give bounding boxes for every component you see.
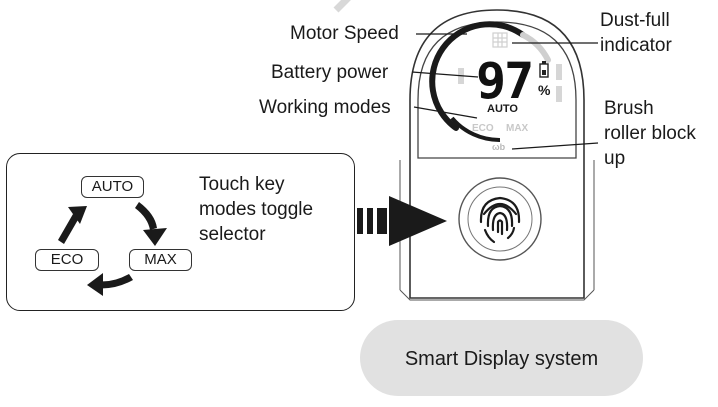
- mode-pill-auto: AUTO: [81, 176, 144, 198]
- mode-pill-max: MAX: [129, 249, 192, 271]
- current-mode-indicator: AUTO: [487, 103, 518, 115]
- mode-cycle-arrows: [58, 202, 167, 296]
- label-brush-roller-line1: Brush: [604, 98, 654, 119]
- modes-panel: AUTO MAX ECO Touch key modes toggle sele…: [6, 153, 355, 311]
- callout-line-brush: [511, 142, 599, 150]
- label-battery-power: Battery power: [271, 62, 389, 83]
- arrow-auto-to-max: [135, 202, 167, 246]
- faded-segment: [556, 64, 562, 80]
- percent-symbol: %: [538, 82, 551, 98]
- battery-reading: 97: [476, 52, 534, 110]
- motor-speed-ring-dim: [520, 32, 551, 63]
- device-body-base: [399, 289, 595, 301]
- brush-roller-icon: ωb: [492, 142, 506, 152]
- label-brush-roller-line2: roller block: [604, 123, 696, 144]
- label-brush-roller: Brush roller block up: [604, 97, 696, 170]
- pointer-arrow: [357, 196, 447, 246]
- label-brush-roller-line3: up: [604, 148, 626, 169]
- faded-segment: [556, 86, 562, 102]
- dust-full-icon: [492, 32, 508, 48]
- caption-text: Smart Display system: [404, 348, 599, 370]
- label-dust-full-line1: Dust-full: [600, 10, 670, 31]
- decorative-stroke: [333, 0, 351, 13]
- modes-description: Touch key modes toggle selector: [199, 172, 313, 247]
- label-dust-full-line2: indicator: [600, 35, 672, 56]
- modes-description-line2: modes toggle: [199, 199, 314, 220]
- callout-line-working-modes: [413, 106, 478, 119]
- mode-pill-eco: ECO: [35, 249, 99, 271]
- fingerprint-icon: [479, 196, 521, 244]
- arrow-eco-to-auto: [58, 206, 87, 244]
- label-dust-full: Dust-full indicator: [600, 9, 672, 57]
- battery-icon: [539, 61, 549, 78]
- caption-bubble: Smart Display system: [360, 320, 643, 396]
- motor-speed-ring: [429, 21, 526, 131]
- touch-key-inner: [467, 186, 533, 252]
- modes-description-line3: selector: [199, 224, 266, 245]
- callout-line-battery: [411, 71, 479, 78]
- mode-indicator-eco: ECO: [472, 123, 494, 134]
- arrow-max-to-eco: [87, 273, 133, 296]
- label-motor-speed: Motor Speed: [290, 23, 399, 44]
- modes-description-line1: Touch key: [199, 174, 285, 195]
- mode-indicator-max: MAX: [506, 123, 529, 134]
- label-working-modes: Working modes: [259, 97, 391, 118]
- motor-speed-ring-lower: [450, 116, 501, 143]
